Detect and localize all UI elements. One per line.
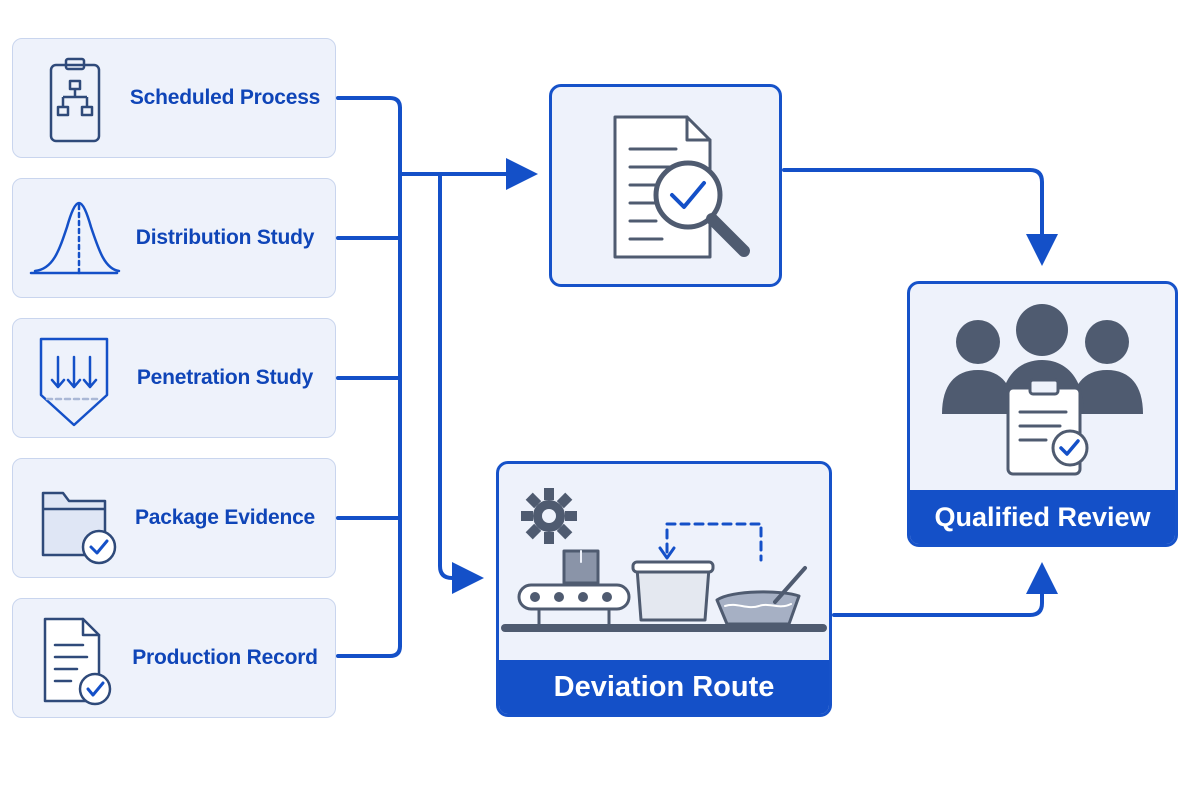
arrow-deviation-to-qualified xyxy=(832,562,1058,617)
qualified-review-node[interactable]: Qualified Review xyxy=(907,281,1178,547)
deviation-route-node[interactable]: Deviation Route xyxy=(496,461,832,717)
bell-curve-icon xyxy=(29,201,121,275)
input-card-scheduled-process[interactable]: Scheduled Process xyxy=(12,38,336,158)
document-check-icon xyxy=(43,617,112,706)
input-label: Package Evidence xyxy=(134,506,316,529)
input-card-package-evidence[interactable]: Package Evidence xyxy=(12,458,336,578)
input-label: Penetration Study xyxy=(136,366,314,389)
document-magnifier-check-icon xyxy=(613,115,750,259)
input-label: Production Record xyxy=(132,646,318,669)
input-label: Scheduled Process xyxy=(129,86,321,109)
conveyor-rework-icon xyxy=(501,488,827,632)
penetration-arrows-icon xyxy=(39,337,109,427)
input-card-production-record[interactable]: Production Record xyxy=(12,598,336,718)
arrow-to-deviation xyxy=(438,172,484,594)
connector-production-record xyxy=(336,644,402,658)
gear-icon xyxy=(521,488,577,544)
input-card-distribution-study[interactable]: Distribution Study xyxy=(12,178,336,298)
input-card-penetration-study[interactable]: Penetration Study xyxy=(12,318,336,438)
clipboard-flowchart-icon xyxy=(49,57,101,143)
connector-scheduled-process xyxy=(336,96,402,172)
arrow-review-to-qualified xyxy=(782,168,1058,266)
folder-check-icon xyxy=(41,491,117,565)
team-clipboard-check-icon xyxy=(942,304,1143,476)
input-label: Distribution Study xyxy=(135,226,315,249)
deviation-route-label: Deviation Route xyxy=(499,660,829,714)
review-node[interactable] xyxy=(549,84,782,287)
qualified-review-label: Qualified Review xyxy=(910,490,1175,544)
